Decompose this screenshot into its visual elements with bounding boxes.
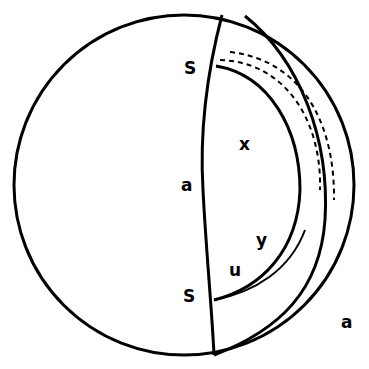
point-label: a: [340, 314, 353, 331]
point-label: a: [180, 177, 193, 194]
sphere-outline: [14, 15, 354, 355]
point-label: y: [255, 232, 268, 249]
outer-arc: [214, 16, 326, 355]
point-label: S: [183, 60, 197, 77]
dashed-arc: [230, 52, 334, 200]
lune-arc: [214, 66, 300, 300]
point-label: u: [228, 262, 242, 279]
dashed-arc: [220, 60, 320, 190]
point-label: S: [182, 288, 196, 305]
inner-arc: [214, 230, 305, 300]
point-label: x: [238, 136, 251, 153]
